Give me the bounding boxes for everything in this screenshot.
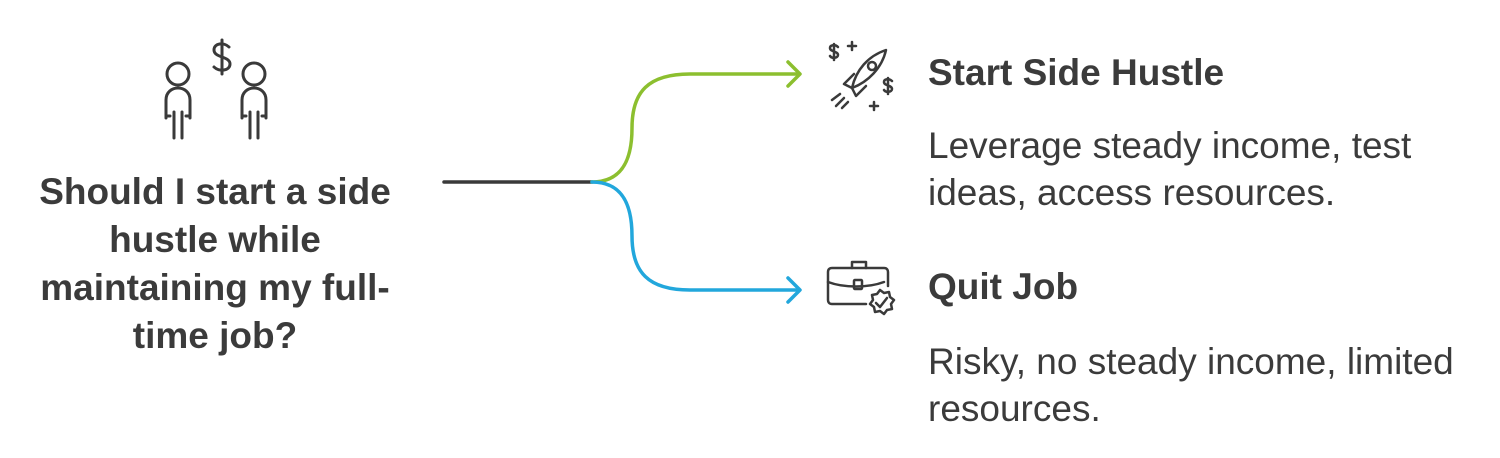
briefcase-check-icon (826, 260, 896, 316)
option-description-start-side-hustle: Leverage steady income, test ideas, acce… (928, 125, 1412, 213)
branch-line-quit-job (590, 180, 800, 292)
people-money-icon (164, 38, 268, 140)
arrowhead-quit-job (786, 276, 802, 304)
branch-line-start-side-hustle (590, 72, 800, 184)
rocket-money-icon (828, 40, 894, 112)
option-title-quit-job: Quit Job (928, 266, 1079, 307)
option-description-quit-job: Risky, no steady income, limited resourc… (928, 341, 1454, 429)
arrowhead-start-side-hustle (786, 60, 802, 88)
option-title-start-side-hustle: Start Side Hustle (928, 52, 1225, 93)
question-text: Should I start a side hustle while maint… (39, 171, 391, 356)
